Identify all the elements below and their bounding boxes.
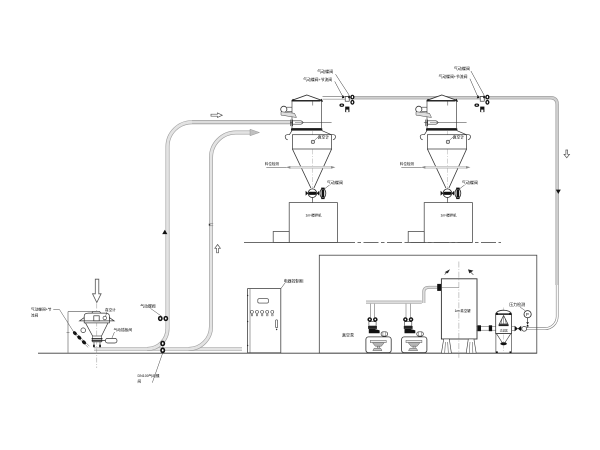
svg-text:过滤器: 过滤器 bbox=[500, 328, 508, 332]
svg-text:气动插板阀: 气动插板阀 bbox=[114, 327, 133, 332]
svg-text:阀: 阀 bbox=[138, 378, 142, 383]
svg-text:气动蝶阀+节流阀: 气动蝶阀+节流阀 bbox=[439, 74, 468, 79]
svg-text:气动蝶阀+节流阀: 气动蝶阀+节流阀 bbox=[303, 77, 332, 82]
svg-text:电器控制柜: 电器控制柜 bbox=[284, 277, 304, 283]
svg-text:气动蝶阀+节: 气动蝶阀+节 bbox=[31, 306, 52, 311]
svg-text:压力检测: 压力检测 bbox=[509, 301, 525, 307]
svg-text:气动蝶阀: 气动蝶阀 bbox=[140, 304, 155, 309]
svg-text:P: P bbox=[526, 312, 529, 317]
svg-text:1m³真空罐: 1m³真空罐 bbox=[455, 308, 472, 313]
svg-text:DN100气动蝶: DN100气动蝶 bbox=[138, 373, 160, 378]
svg-text:真空泵: 真空泵 bbox=[342, 331, 354, 337]
svg-text:气动蝶阀: 气动蝶阀 bbox=[317, 68, 333, 74]
svg-text:真空计: 真空计 bbox=[105, 307, 116, 312]
svg-text:气动蝶阀: 气动蝶阀 bbox=[454, 65, 470, 71]
svg-text:流阀: 流阀 bbox=[31, 312, 39, 317]
